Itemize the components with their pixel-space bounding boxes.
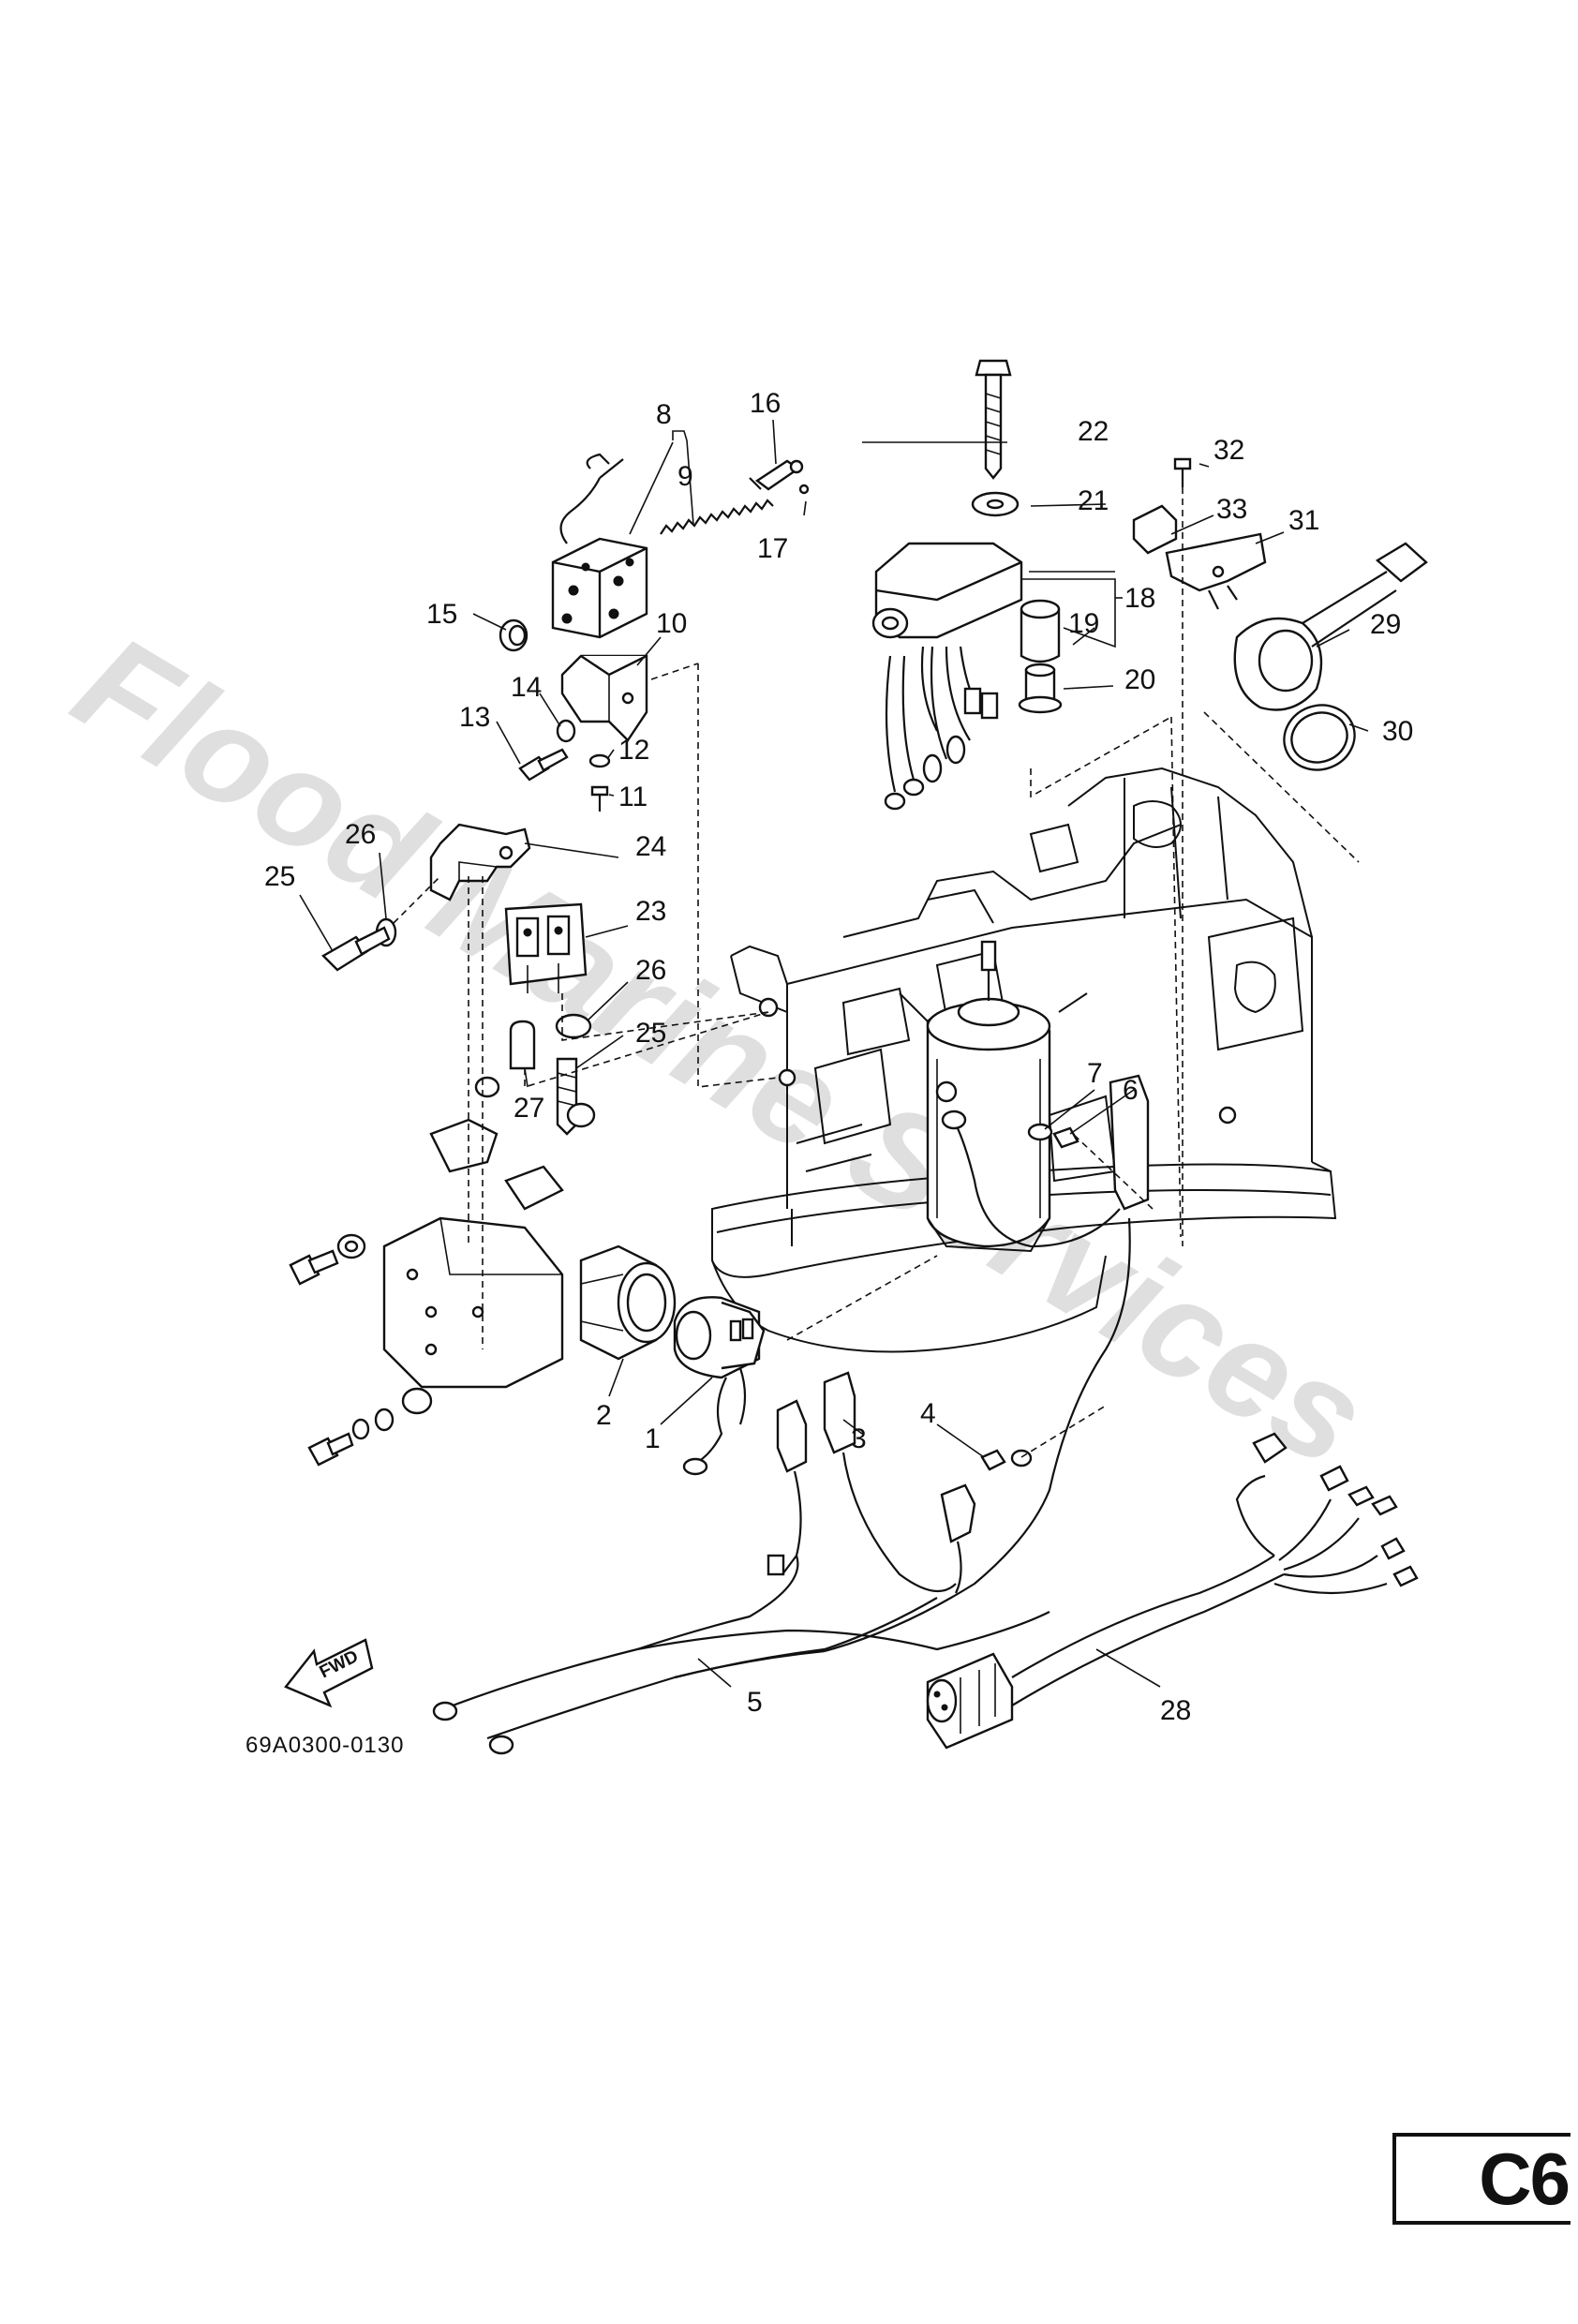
engine-block <box>711 767 1337 1353</box>
leader-lines <box>299 419 1369 1688</box>
callout-13: 13 <box>459 702 490 733</box>
callout-9: 9 <box>677 461 693 492</box>
part-32-screw <box>1173 457 1192 487</box>
callout-labels: 8 9 16 17 15 10 14 13 12 11 22 21 18 19 … <box>264 388 1413 1726</box>
callout-8: 8 <box>656 399 672 430</box>
part-13-bolt <box>518 748 569 782</box>
callout-26-lower: 26 <box>635 955 666 986</box>
part-4-nut <box>980 1449 1033 1471</box>
bracket-bolt-upper <box>289 1233 366 1286</box>
part-11-screw <box>590 785 609 812</box>
part-27-cap <box>509 1020 536 1070</box>
callout-12: 12 <box>618 735 649 766</box>
battery-lead <box>941 1074 1150 1248</box>
callout-1: 1 <box>645 1423 661 1454</box>
part-9-spring <box>660 499 774 535</box>
callout-19: 19 <box>1068 608 1099 639</box>
part-26-washer-lower <box>555 1013 592 1039</box>
fwd-arrow-icon: FWD <box>284 1638 374 1708</box>
part-25-bolt-upper <box>321 926 391 972</box>
callout-25-lower: 25 <box>635 1018 666 1049</box>
guide-lines <box>393 487 1360 1458</box>
part-24-bracket <box>429 823 531 901</box>
part-21-washer <box>971 491 1020 517</box>
part-28-main-harness <box>926 1432 1419 1750</box>
part-30-oring <box>1283 704 1356 771</box>
callout-20: 20 <box>1124 664 1155 695</box>
callout-4: 4 <box>920 1398 936 1429</box>
part-22-bolt <box>975 359 1012 480</box>
part-8-unit <box>551 453 648 639</box>
part-2-holder <box>579 1244 677 1361</box>
callout-22: 22 <box>1078 416 1109 447</box>
part-15-grommet <box>499 618 528 652</box>
callout-6: 6 <box>1123 1075 1139 1106</box>
callout-17: 17 <box>757 533 788 564</box>
mounting-bracket <box>382 1076 596 1389</box>
callout-25-upper: 25 <box>264 861 295 892</box>
callout-26-upper: 26 <box>345 819 376 850</box>
callout-14: 14 <box>511 672 542 703</box>
part-31-plate <box>1165 532 1267 610</box>
part-23-terminal-block <box>504 902 588 993</box>
part-1-relay <box>673 1296 766 1476</box>
part-14-washer <box>556 719 576 743</box>
callout-27: 27 <box>514 1093 544 1124</box>
part-3-leads <box>767 1371 976 1594</box>
part-5-harness <box>432 1217 1131 1755</box>
callout-31: 31 <box>1288 505 1319 536</box>
callout-28: 28 <box>1160 1695 1191 1726</box>
drawing-code: 69A0300-0130 <box>246 1733 404 1758</box>
part-16-terminal <box>749 459 804 491</box>
callout-7: 7 <box>1087 1058 1103 1089</box>
callout-11: 11 <box>618 782 648 812</box>
part-12-washer <box>588 753 611 768</box>
callout-10: 10 <box>656 608 687 639</box>
callout-33: 33 <box>1216 494 1247 525</box>
callout-2: 2 <box>596 1400 612 1431</box>
callout-16: 16 <box>750 388 781 419</box>
part-18-rectifier <box>871 542 1023 811</box>
callout-21: 21 <box>1078 485 1109 516</box>
part-10-bracket <box>560 654 648 742</box>
callout-3: 3 <box>851 1423 867 1454</box>
callout-5: 5 <box>747 1687 763 1718</box>
page-tag-box: C6 <box>1392 2133 1571 2225</box>
part-17-pin <box>798 484 810 495</box>
callout-24: 24 <box>635 831 666 862</box>
callout-30: 30 <box>1382 716 1413 747</box>
callout-15: 15 <box>426 599 457 630</box>
part-29-grommet <box>1233 542 1428 711</box>
callout-23: 23 <box>635 896 666 927</box>
part-33-clip <box>1132 504 1178 555</box>
callout-18: 18 <box>1124 583 1155 614</box>
part-20-collar <box>1018 663 1063 714</box>
page-tag: C6 <box>1479 2137 1571 2220</box>
part-19-grommet <box>1020 599 1061 663</box>
callout-32: 32 <box>1213 435 1244 466</box>
callout-29: 29 <box>1370 609 1401 640</box>
bracket-bolt-lower <box>307 1387 433 1467</box>
